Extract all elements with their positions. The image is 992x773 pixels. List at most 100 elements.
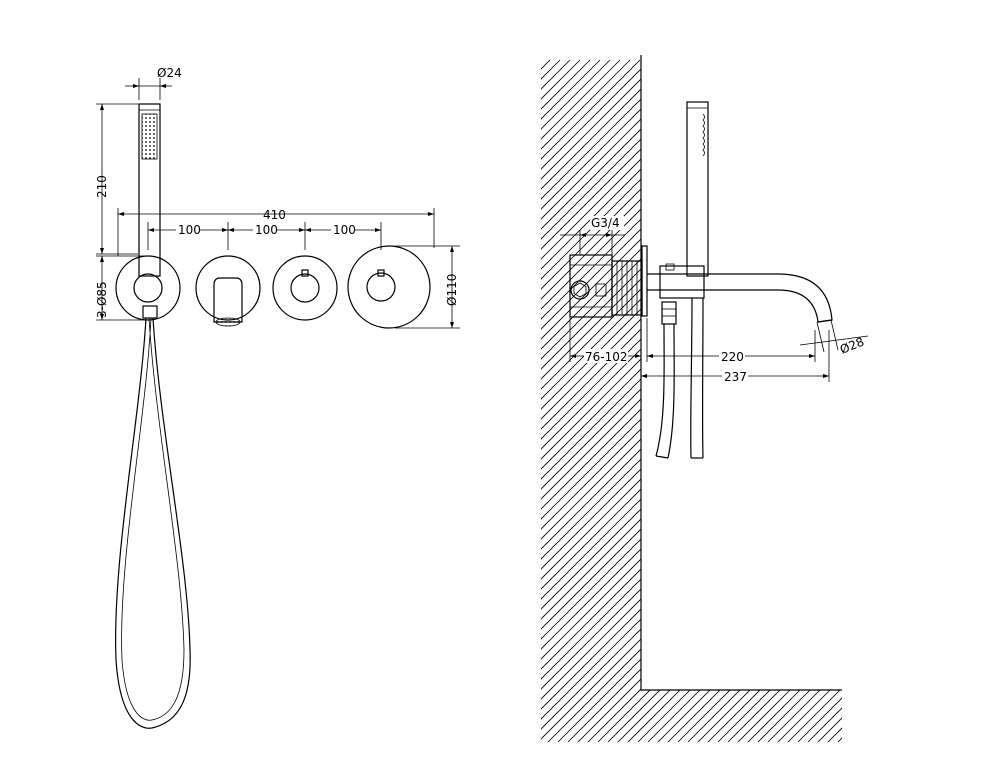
hand-shower — [138, 103, 161, 277]
plate-thermostat — [347, 245, 431, 329]
hatch-line — [541, 59, 621, 742]
hatch-line — [541, 59, 641, 742]
svg-text:76-102: 76-102 — [585, 350, 628, 364]
dim-spacings: 100 100 100 — [147, 222, 382, 250]
hand-shower-side — [686, 101, 709, 277]
hatch-line — [541, 59, 721, 742]
hatch-line — [541, 59, 842, 742]
hatch-line — [541, 59, 842, 742]
hatch-line — [541, 59, 741, 742]
hatch-line — [589, 59, 842, 742]
hatch-line — [870, 60, 992, 760]
hatch-line — [809, 59, 842, 742]
hatch-line — [880, 60, 992, 760]
hatch-line — [541, 59, 581, 742]
dim-thread: G3/4 — [560, 216, 625, 255]
hatch-line — [749, 59, 842, 742]
hatch-line — [541, 59, 781, 742]
hatch-line — [799, 59, 842, 742]
hatch-line — [541, 59, 842, 742]
hatch-line — [789, 59, 842, 742]
hatch-line — [890, 60, 992, 760]
hatch-line — [719, 59, 842, 742]
wall-hatching — [541, 59, 992, 760]
hatch-line — [541, 59, 671, 742]
hatch-line — [819, 59, 842, 742]
hatch-line — [699, 59, 842, 742]
hatch-line — [541, 59, 842, 742]
dim-outlet-diameter: Ø28 — [799, 319, 869, 357]
hatch-line — [541, 59, 821, 742]
hatch-line — [689, 59, 842, 742]
concealed-body — [569, 245, 648, 318]
hatch-line — [669, 59, 842, 742]
svg-text:3-Ø85: 3-Ø85 — [95, 281, 109, 318]
hatch-line — [541, 59, 842, 742]
dim-spacing-1: 100 — [178, 223, 201, 237]
hatch-line — [541, 59, 842, 742]
hatch-line — [541, 59, 711, 742]
hatch-line — [541, 59, 842, 742]
hatch-line — [541, 59, 631, 742]
wall-spout — [647, 263, 833, 323]
hatch-line — [541, 59, 842, 742]
dim-handshower-length: 210 — [95, 103, 138, 255]
hatch-line — [850, 60, 992, 760]
dim-spacing-3: 100 — [333, 223, 356, 237]
hatch-line — [541, 59, 842, 742]
hatch-line — [609, 59, 842, 742]
hatch-line — [541, 59, 551, 742]
spray-face-icon — [141, 113, 158, 160]
hatch-line — [541, 59, 831, 742]
hatch-line — [541, 59, 842, 742]
hatch-line — [839, 59, 842, 742]
hatch-line — [569, 59, 842, 742]
svg-text:Ø110: Ø110 — [445, 274, 459, 306]
hatch-line — [541, 59, 842, 742]
hatch-line — [541, 59, 842, 742]
hatch-line — [779, 59, 842, 742]
hatch-line — [541, 59, 842, 742]
hatch-line — [549, 59, 842, 742]
hatch-line — [541, 59, 771, 742]
hatch-line — [541, 59, 842, 742]
dim-spacing-2: 100 — [255, 223, 278, 237]
hatch-line — [541, 59, 842, 742]
side-view: G3/4 76-102 220 237 — [541, 55, 992, 760]
svg-text:410: 410 — [263, 208, 286, 222]
wall-face — [640, 55, 842, 691]
hatch-line — [541, 59, 591, 742]
plate-holder — [115, 255, 181, 321]
hatch-line — [829, 59, 842, 742]
hatch-line — [759, 59, 842, 742]
dim-plate-diameter-small: 3-Ø85 — [95, 255, 148, 321]
hatch-line — [541, 59, 571, 742]
hatch-line — [541, 59, 651, 742]
hatch-line — [541, 59, 842, 742]
hatch-line — [860, 60, 992, 760]
hatch-line — [541, 59, 841, 742]
hose-side — [655, 297, 704, 459]
spout-holder — [659, 265, 705, 299]
hatch-line — [541, 59, 842, 742]
hatch-line — [639, 59, 842, 742]
hatch-line — [629, 59, 842, 742]
hatch-line — [541, 59, 561, 742]
svg-text:210: 210 — [95, 175, 109, 198]
svg-text:Ø24: Ø24 — [157, 66, 182, 80]
hatch-line — [541, 59, 842, 742]
dim-plate-diameter-large: Ø110 — [395, 245, 460, 329]
hatch-line — [541, 59, 751, 742]
hatch-line — [541, 59, 842, 742]
dim-spout-length: 220 — [646, 318, 816, 364]
hatch-line — [541, 59, 842, 742]
hatch-line — [541, 59, 791, 742]
svg-text:G3/4: G3/4 — [591, 216, 620, 230]
hatch-line — [541, 59, 601, 742]
hatch-line — [541, 59, 842, 742]
hatch-line — [541, 59, 801, 742]
hatch-line — [541, 59, 842, 742]
dim-total-width: 410 — [117, 208, 435, 256]
hatch-line — [579, 59, 842, 742]
